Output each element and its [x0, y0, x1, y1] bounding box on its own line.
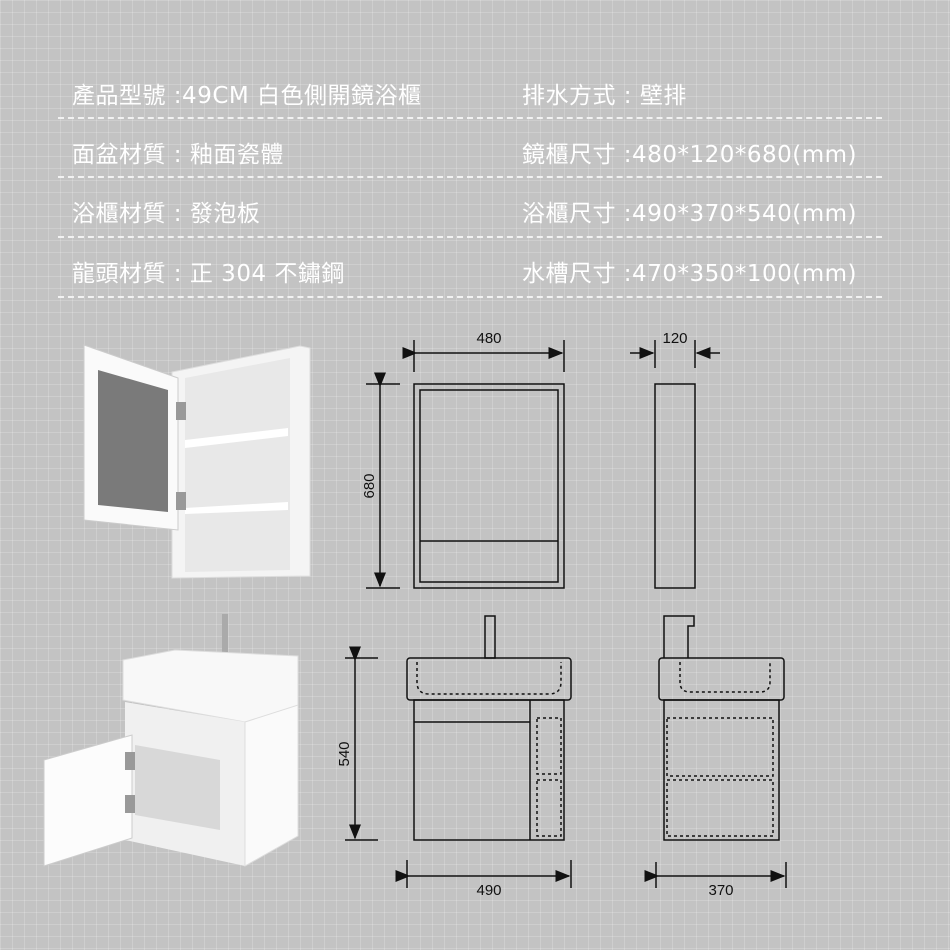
dim-cabinet-width: 490 — [476, 882, 501, 899]
dim-mirror-depth: 120 — [662, 330, 687, 347]
mirror-side-drawing — [630, 340, 720, 589]
dim-cabinet-height: 540 — [336, 741, 353, 766]
spec-sink-size: 水槽尺寸 :470*350*100(mm) — [522, 261, 858, 287]
spec-model: 產品型號 :49CM 白色側開鏡浴櫃 — [72, 83, 422, 109]
dim-mirror-width: 480 — [476, 330, 501, 347]
divider — [58, 296, 882, 298]
spec-cabinet-material: 浴櫃材質 : 發泡板 — [72, 201, 261, 227]
divider — [58, 117, 882, 119]
divider — [58, 236, 882, 238]
mirror-front-drawing — [366, 340, 565, 589]
cabinet-side-drawing — [644, 615, 787, 888]
dim-cabinet-depth: 370 — [708, 882, 733, 899]
spec-drainage: 排水方式 : 壁排 — [522, 83, 687, 109]
spec-cabinet-size: 浴櫃尺寸 :490*370*540(mm) — [522, 201, 858, 227]
dim-mirror-height: 680 — [361, 473, 378, 498]
spec-mirror-size: 鏡櫃尺寸 :480*120*680(mm) — [522, 142, 858, 168]
spec-basin-material: 面盆材質 : 釉面瓷體 — [72, 142, 284, 168]
vanity-cabinet-photo — [43, 614, 299, 867]
divider — [58, 176, 882, 178]
mirror-cabinet-photo — [83, 344, 311, 579]
spec-faucet-material: 龍頭材質 : 正 304 不鏽鋼 — [72, 261, 345, 287]
cabinet-front-drawing — [345, 615, 572, 888]
